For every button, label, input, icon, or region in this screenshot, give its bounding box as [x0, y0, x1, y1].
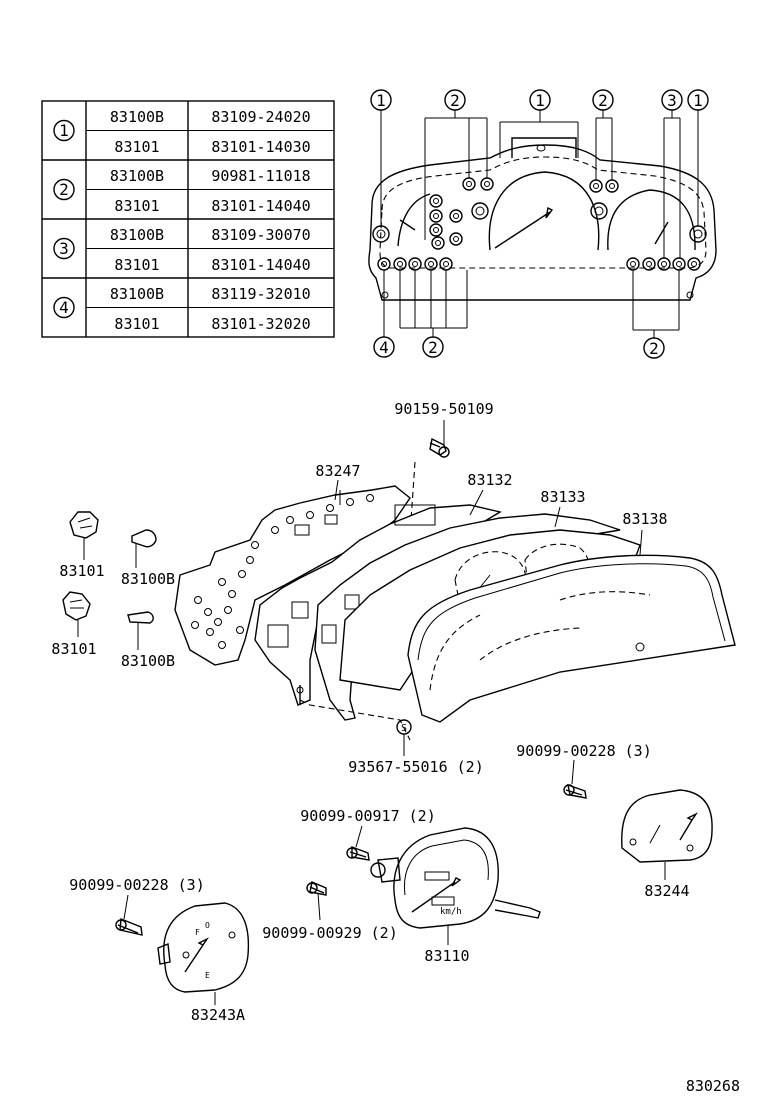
table-group-2: 2 83100B 90981-11018 83101 83101-14040	[53, 167, 311, 215]
label-case: 83132	[467, 471, 512, 489]
gauge-mark-decor: E	[205, 971, 210, 980]
part-labels: 90159-50109 83247 83132 83133 83138 8310…	[51, 400, 740, 1095]
cluster-leaders-bottom	[383, 270, 680, 338]
table-cell: 83101-14030	[211, 138, 310, 156]
label-screw-mid: 90099-00917 (2)	[300, 807, 435, 825]
label-plate: 83247	[315, 462, 360, 480]
callout-2: 2	[450, 91, 460, 110]
callout-2: 2	[428, 338, 438, 357]
table-group-1: 1 83100B 83109-24020 83101 83101-14030	[53, 108, 311, 156]
cluster-sockets	[372, 177, 707, 299]
callout-1: 1	[535, 91, 545, 110]
table-cell: 83119-32010	[211, 285, 310, 303]
table-cell: 83101	[114, 197, 159, 215]
socket-83101-upper	[69, 511, 99, 560]
speedometer-83110: km/h	[370, 827, 541, 945]
diagram-code: 830268	[686, 1077, 740, 1095]
exploded-assembly: S	[62, 420, 736, 756]
label-socket-upper: 83101	[59, 562, 104, 580]
label-bulb-lower: 83100B	[121, 652, 175, 670]
table-cell: 90981-11018	[211, 167, 310, 185]
label-screw-left: 90099-00228 (3)	[69, 876, 204, 894]
label-screw-s: 93567-55016 (2)	[348, 758, 483, 776]
label-lens: 83138	[622, 510, 667, 528]
speedo-unit-label: km/h	[440, 907, 462, 917]
label-gauge-right: 83244	[644, 882, 689, 900]
cluster-outline	[368, 144, 717, 301]
screw-mid	[346, 825, 370, 861]
screw-right	[563, 759, 587, 799]
cluster-leaders-top	[380, 110, 699, 258]
cluster-callouts: 1 2 1 2 3 1 4 2 2	[370, 89, 709, 359]
table-cell: 83101-14040	[211, 197, 310, 215]
callout-1: 1	[693, 91, 703, 110]
label-socket-lower: 83101	[51, 640, 96, 658]
bulb-83100b-upper	[131, 529, 157, 568]
table-group-4: 4 83100B 83119-32010 83101 83101-32020	[53, 285, 311, 333]
cluster-front-view: 1 2 1 2 3 1 4 2 2	[368, 89, 717, 359]
group-index-2: 2	[59, 180, 69, 199]
gauge-mark-decor: F	[195, 928, 200, 937]
table-cell: 83101	[114, 315, 159, 333]
label-screw-top: 90159-50109	[394, 400, 493, 418]
s-mark: S	[401, 723, 407, 734]
table-cell: 83101-32020	[211, 315, 310, 333]
label-speedometer: 83110	[424, 947, 469, 965]
callout-2: 2	[649, 339, 659, 358]
table-group-3: 3 83100B 83109-30070 83101 83101-14040	[53, 226, 311, 274]
label-housing: 83133	[540, 488, 585, 506]
parts-table: 1 83100B 83109-24020 83101 83101-14030 2…	[41, 100, 335, 338]
screw-s: S	[396, 719, 412, 756]
callout-2: 2	[598, 91, 608, 110]
table-cell: 83101	[114, 138, 159, 156]
bulb-83100b-lower	[127, 611, 154, 650]
table-cell: 83100B	[110, 167, 164, 185]
printed-circuit-plate	[174, 485, 411, 666]
label-gauge-left: 83243A	[191, 1006, 245, 1024]
table-cell: 83100B	[110, 226, 164, 244]
gauge-mark-decor: O	[205, 921, 210, 930]
table-cell: 83109-24020	[211, 108, 310, 126]
group-index-4: 4	[59, 298, 69, 317]
gauge-83244	[621, 789, 713, 880]
gauge-83243a: F O E	[157, 902, 250, 1005]
screw-left	[115, 894, 143, 936]
group-index-1: 1	[59, 121, 69, 140]
screw-lower	[306, 881, 327, 921]
table-cell: 83100B	[110, 285, 164, 303]
label-screw-lower: 90099-00929 (2)	[262, 924, 397, 942]
callout-1: 1	[376, 91, 386, 110]
cluster-lens	[299, 554, 736, 741]
table-cell: 83101	[114, 256, 159, 274]
callout-4: 4	[379, 338, 389, 357]
table-cell: 83109-30070	[211, 226, 310, 244]
table-cell: 83101-14040	[211, 256, 310, 274]
table-cell: 83100B	[110, 108, 164, 126]
callout-3: 3	[667, 91, 677, 110]
group-index-3: 3	[59, 239, 69, 258]
socket-83101-lower	[62, 591, 91, 637]
label-screw-right: 90099-00228 (3)	[516, 742, 651, 760]
label-bulb-upper: 83100B	[121, 570, 175, 588]
